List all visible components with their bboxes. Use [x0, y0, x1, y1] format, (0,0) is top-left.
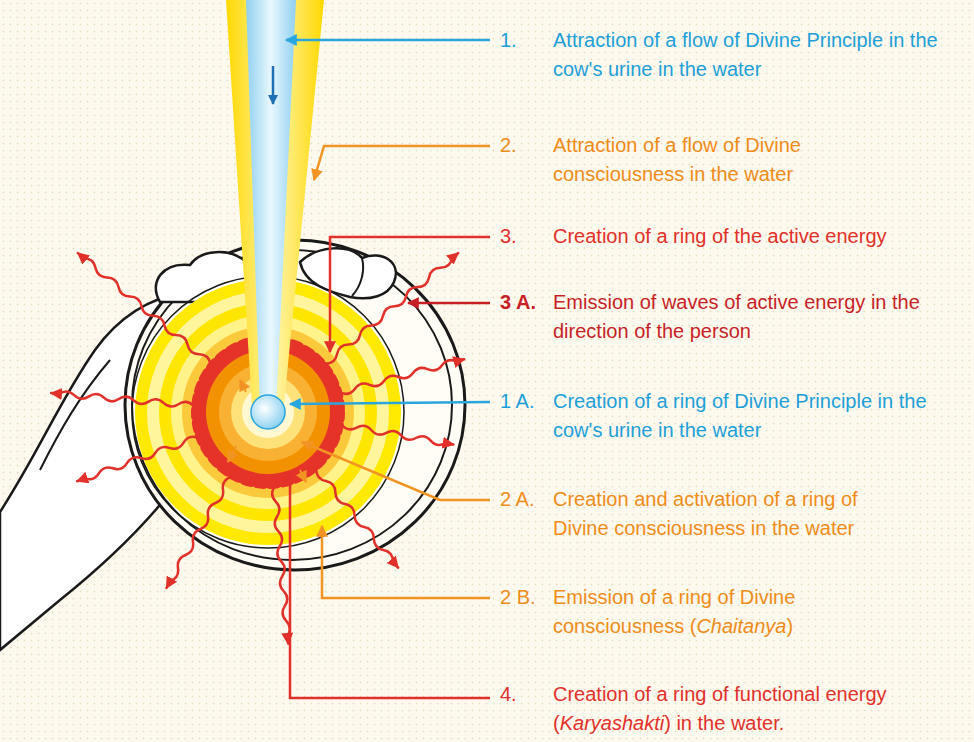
text-run: Attraction of a flow of Divine Principle… — [553, 29, 938, 80]
energy-wave — [167, 477, 231, 588]
leader-line — [290, 472, 490, 698]
leader-line — [290, 402, 490, 404]
leader-line — [314, 146, 490, 180]
text-run: ( — [553, 712, 560, 734]
callout-text: Creation and activation of a ring of Div… — [553, 485, 893, 543]
callout-text: Creation of a ring of Divine Principle i… — [553, 387, 948, 445]
callout-number: 3. — [500, 222, 517, 251]
callout-number: 2 A. — [500, 485, 534, 514]
text-run: 2 A. — [500, 488, 534, 510]
energy-wave — [272, 487, 290, 644]
callout-text: Emission of a ring of Divine consciousne… — [553, 583, 878, 641]
callout-number: 1. — [500, 26, 517, 55]
text-run: 2. — [500, 134, 517, 156]
flow-arrow — [272, 66, 275, 104]
text-run: Creation of a ring of the active energy — [553, 225, 887, 247]
callout-text: Creation of a ring of the active energy — [553, 222, 965, 251]
divine-principle-beam — [246, 0, 296, 408]
leader-line — [286, 39, 490, 42]
text-run: ) — [664, 712, 671, 734]
energy-wave — [51, 391, 193, 406]
callout-text: Attraction of a flow of Divine conscious… — [553, 131, 873, 189]
text-run: Creation of a ring of functional energy — [553, 683, 887, 705]
callout-text: Attraction of a flow of Divine Principle… — [553, 26, 965, 84]
text-run: 1. — [500, 29, 517, 51]
finger-line — [352, 258, 363, 296]
leader-line — [302, 442, 490, 500]
energy-wave — [326, 253, 459, 364]
text-run: 2 B. — [500, 586, 536, 608]
small-arrow — [300, 470, 306, 482]
text-run: Emission of waves of active energy in th… — [553, 291, 920, 342]
callout-text: Creation of a ring of functional energy … — [553, 680, 965, 738]
text-run: 1 A. — [500, 390, 534, 412]
energy-wave — [316, 470, 398, 568]
leader-line — [322, 526, 490, 598]
callout-number: 2 B. — [500, 583, 536, 612]
leader-line — [330, 237, 490, 352]
small-arrow — [228, 446, 236, 462]
divine-principle-ring — [251, 395, 285, 429]
callout-number: 2. — [500, 131, 517, 160]
text-run: Karyashakti — [560, 712, 665, 734]
callout-number: 4. — [500, 680, 517, 709]
energy-wave — [341, 359, 465, 394]
hand-crease — [40, 360, 110, 470]
callout-text: Emission of waves of active energy in th… — [553, 288, 943, 346]
text-run: Creation of a ring of Divine Principle i… — [553, 390, 927, 441]
text-run: Creation and activation of a ring of Div… — [553, 488, 858, 539]
text-run: ( — [690, 615, 697, 637]
text-run: 3 A. — [500, 291, 536, 313]
leader-line — [408, 302, 490, 305]
energy-wave — [342, 425, 453, 445]
energy-wave — [77, 437, 197, 481]
energy-wave — [78, 253, 211, 364]
small-arrow — [240, 380, 246, 392]
text-run: 4. — [500, 683, 517, 705]
text-run: Attraction of a flow of Divine conscious… — [553, 134, 801, 185]
text-run: Chaitanya — [696, 615, 786, 637]
callout-number: 3 A. — [500, 288, 536, 317]
text-run: 3. — [500, 225, 517, 247]
text-run: ) — [786, 615, 793, 637]
text-run: in the water. — [671, 712, 784, 734]
callout-number: 1 A. — [500, 387, 534, 416]
